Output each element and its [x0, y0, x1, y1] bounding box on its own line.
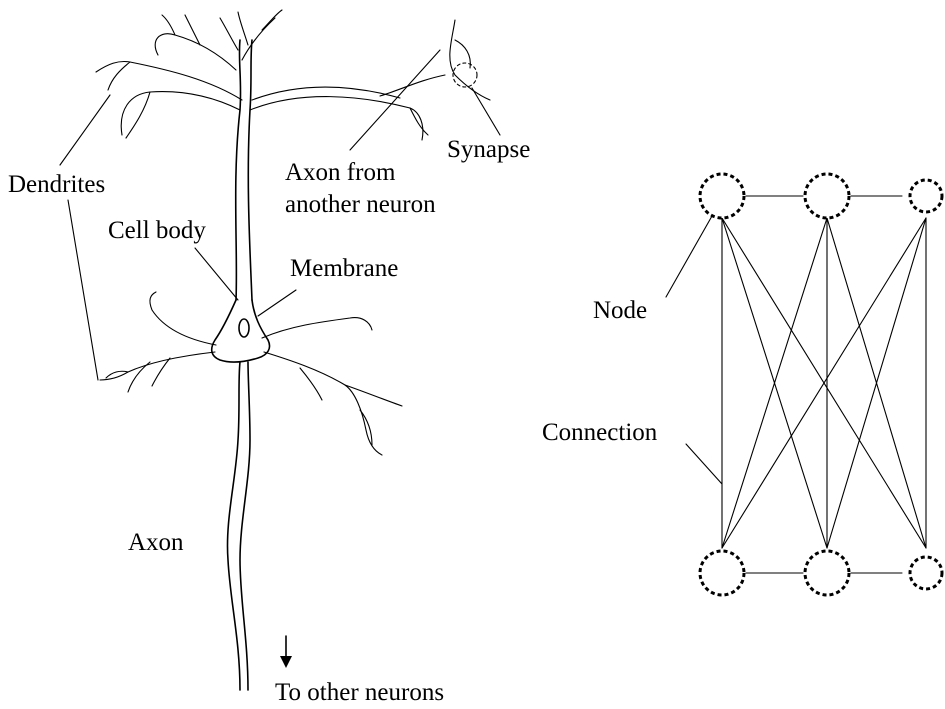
connection-3-2 — [826, 217, 927, 549]
label-node: Node — [593, 297, 647, 324]
membrane-leader — [257, 289, 297, 317]
connections — [721, 195, 927, 574]
node-bottom-1 — [698, 549, 746, 597]
label-to-other-neurons: To other neurons — [275, 679, 444, 706]
label-cell-body: Cell body — [108, 217, 206, 244]
axon-from-leader — [349, 49, 441, 151]
connection-leader — [685, 443, 723, 485]
arrow-head-icon — [280, 656, 292, 668]
cell-body-leader — [194, 247, 239, 301]
node-bottom-3 — [908, 555, 944, 591]
connection-3-1 — [721, 217, 927, 549]
node-bottom-2 — [803, 549, 851, 597]
dendrites-leader-bottom — [67, 199, 99, 381]
node-leader — [665, 215, 713, 298]
label-axon: Axon — [128, 529, 184, 556]
network-drawing — [665, 172, 944, 597]
label-axon-from-line1: Axon from — [285, 159, 396, 186]
label-axon-from-line2: another neuron — [285, 191, 436, 218]
connection-2-1 — [721, 217, 828, 549]
label-membrane: Membrane — [290, 255, 398, 282]
dendrites-leader-top — [59, 94, 111, 166]
label-connection: Connection — [542, 419, 658, 446]
label-synapse: Synapse — [447, 136, 530, 163]
label-dendrites: Dendrites — [8, 171, 105, 198]
neuron-drawing — [59, 9, 501, 691]
node-top-3 — [908, 178, 944, 214]
synapse-leader — [471, 87, 501, 136]
node-top-2 — [803, 172, 851, 220]
node-top-1 — [698, 172, 746, 220]
